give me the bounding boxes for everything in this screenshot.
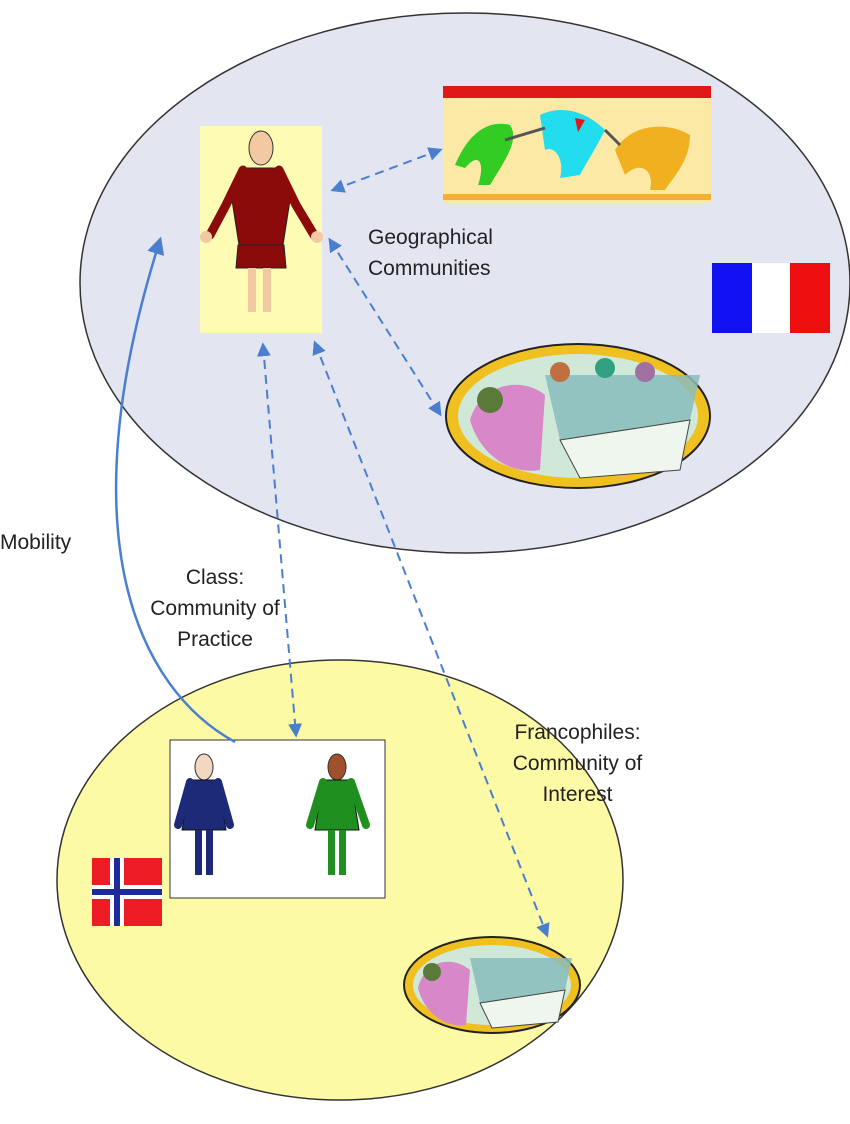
- francophiles-community-label: Francophiles: Community of Interest: [512, 721, 643, 806]
- arrow-class-community: [256, 342, 303, 738]
- man-blue-icon: [174, 753, 234, 875]
- france-flag-icon: [712, 263, 830, 333]
- geographical-communities-label: Geographical Communities: [368, 226, 493, 280]
- dancers-clipart-icon: [443, 86, 711, 203]
- mobility-label: Mobility: [0, 531, 72, 554]
- class-community-label: Class: Community of Practice: [150, 566, 280, 651]
- norway-flag-icon: [92, 858, 162, 926]
- meeting-clipart-icon: [445, 343, 711, 489]
- meeting-clipart-small-icon: [403, 936, 581, 1034]
- arrow-woman-dancers: [330, 147, 443, 193]
- arrow-francophiles-community: [312, 340, 550, 938]
- arrow-mobility: [114, 236, 236, 744]
- woman-person-icon: [200, 126, 323, 333]
